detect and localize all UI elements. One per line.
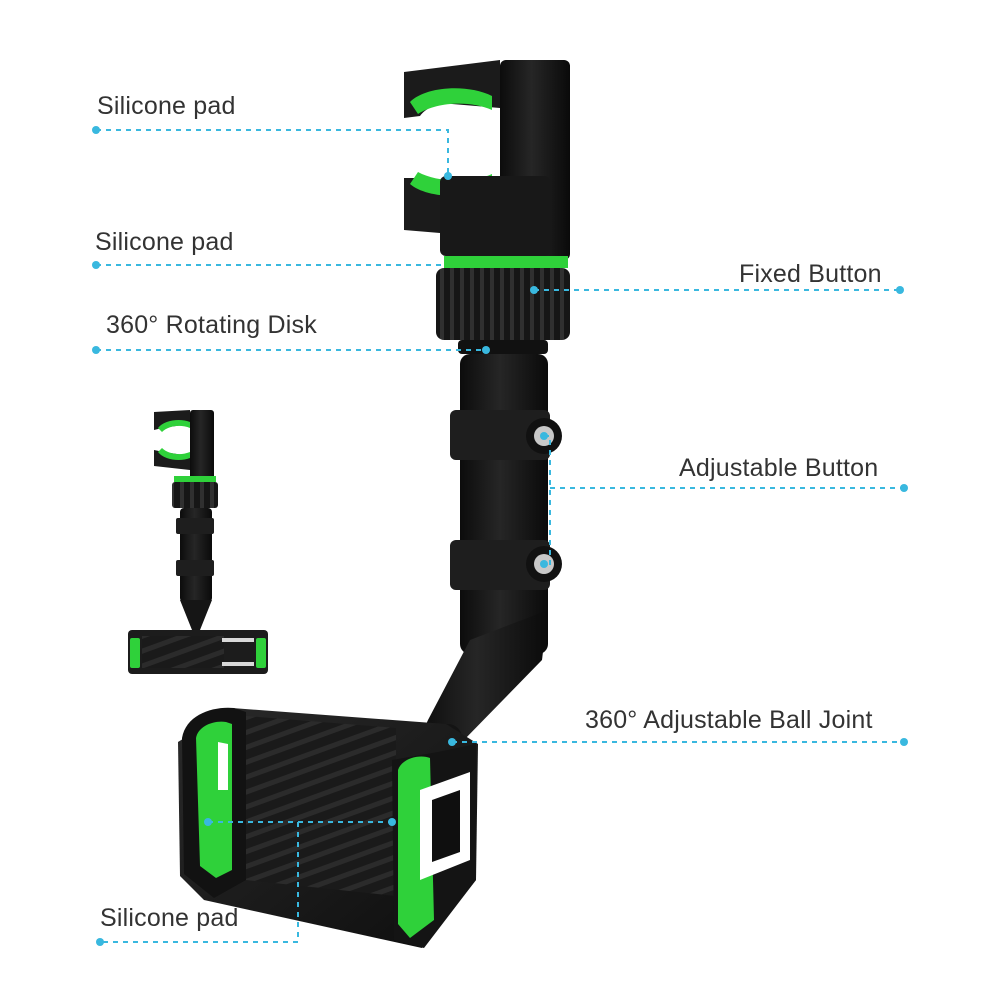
inset-holder-preview bbox=[128, 410, 268, 674]
callout-leaders bbox=[96, 129, 904, 943]
leader-silicone-pad-top bbox=[96, 129, 449, 176]
label-silicone-pad-bottom: Silicone pad bbox=[100, 904, 239, 932]
top-clamp bbox=[404, 60, 570, 260]
phone-grip-surface bbox=[246, 716, 396, 896]
rotating-disk bbox=[458, 340, 548, 354]
silicone-pad-top bbox=[410, 88, 492, 114]
silicone-pad-ring bbox=[444, 256, 568, 268]
fixed-button-knob bbox=[436, 268, 570, 340]
label-silicone-pad-mid: Silicone pad bbox=[95, 228, 234, 256]
leader-silicone-pad-bottom bbox=[100, 822, 299, 943]
label-rotating-disk: 360° Rotating Disk bbox=[106, 311, 317, 339]
label-fixed-button: Fixed Button bbox=[739, 260, 882, 288]
label-ball-joint: 360° Adjustable Ball Joint bbox=[585, 706, 873, 734]
label-silicone-pad-top: Silicone pad bbox=[97, 92, 236, 120]
label-adjustable-button: Adjustable Button bbox=[679, 454, 879, 482]
main-holder bbox=[178, 60, 570, 948]
holder-arm bbox=[460, 354, 548, 654]
leader-adjustable-bracket bbox=[544, 435, 551, 565]
phone-clamp bbox=[178, 707, 478, 948]
leader-endpoints bbox=[92, 126, 908, 946]
adjustable-button-lower bbox=[526, 546, 562, 582]
